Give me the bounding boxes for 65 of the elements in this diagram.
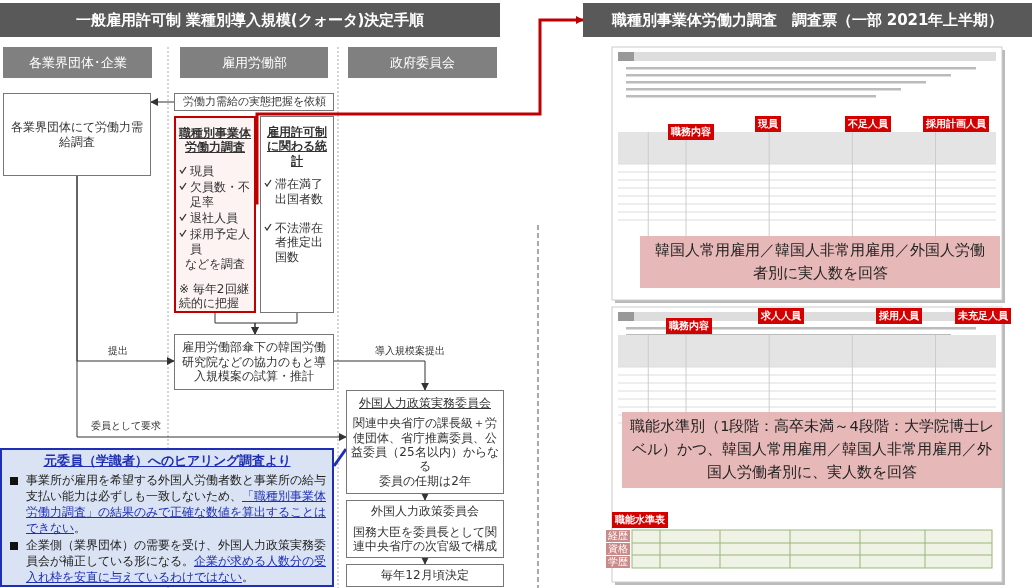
note-text: ※ 毎年2回継続的に把握 [179,281,250,311]
lane-title: 政府委員会 [390,54,455,71]
process-box [260,116,334,313]
callout-tag: 職務内容 [666,318,712,334]
list-item: 欠員数・不足率 [190,180,251,209]
arrow [251,312,298,335]
lane-title: 雇用労働部 [221,54,287,71]
lane-header [180,47,328,78]
callout-tag: 職務内容 [668,124,714,140]
header-title: 職種別事業体労働力調査 調査票（一部 2021年上半期） [611,11,1004,29]
edge-label: 提出 [106,344,130,358]
highlighted-box [174,116,256,313]
callout-tag: 不足人員 [845,116,891,132]
section-header [583,3,1032,37]
bullet-text: 事業所が雇用を希望する外国人労働者数と事業所の給与支払い能力は必ずしも一致しないため、「職種別事業体労働力調査」の結果のみで正確な数値を算出することはできない。 [26,473,326,537]
lane-title: 各業界団体･企業 [28,54,127,71]
header-title: 一般雇用許可制 業種別導入規模(クォータ)決定手順 [75,11,425,29]
callout-tag: 現員 [755,116,781,132]
box-text: 委員の任期は2年 [379,473,471,489]
process-box [346,500,504,558]
bullet-text: 企業側（業界団体）の需要を受け、外国人力政策実務委員会が補正している形になる。企業が求める人数分の受入れ枠を安直に与えているわけではない。 [26,538,326,586]
list-item: 採用予定人員 [190,227,251,257]
edge-label: 導入規模案提出 [373,344,447,358]
arrow [76,175,347,441]
row-label: 経歴 [606,530,630,542]
process-box [346,564,504,587]
lane-header [3,47,152,78]
highlight-note: 韓国人常用雇用／韓国人非常用雇用／外国人労働者別に実人数を回答 [640,236,1000,289]
box-heading: 外国人力政策委員会 [371,504,479,519]
process-box [174,93,334,111]
box-text: 雇用労働部傘下の韓国労働研究院などの協力のもと導入規模案の試算・推計 [181,340,327,384]
list-item: 滞在満了出国者数 [275,177,324,206]
row-label: 学歴 [606,556,630,568]
note-text: などを調査 [183,257,246,272]
process-box [174,334,334,390]
lane-header [348,47,497,78]
box-heading: 職種別事業体労働力調査 [179,126,251,155]
list-item: 退社人員 [190,210,238,226]
edge-label: 委員として要求 [89,419,163,433]
arrow [333,360,429,391]
callout-heading: 元委員（学識者）へのヒアリング調査より [42,452,292,470]
callout-tag: 職能水準表 [612,512,668,528]
callout-box [0,448,334,587]
box-text: 国務大臣を委員長として関連中央省庁の次官級で構成 [352,524,498,554]
callout-tag: 求人人員 [758,308,804,324]
process-box [3,93,151,176]
list-item: 不法滞在者推定出国数 [275,220,324,265]
arrow [150,98,175,106]
arrow [254,16,584,205]
row-label: 資格 [606,543,630,555]
arrow [421,556,429,565]
box-heading: 雇用許可制に関わる統計 [266,125,328,169]
callout-tag: 採用人員 [876,308,922,324]
box-text: 各業界団体にて労働力需給調査 [10,120,144,149]
highlight-note: 職能水準別（1段階：高卒未満～4段階：大学院博士レベル）かつ、韓国人常用雇用／韓国人非常用雇用／外国人労働者別に、実人数を回答 [622,412,1002,488]
arrow [421,492,429,501]
section-header [0,3,500,37]
callout-tag: 採用計画人員 [923,116,989,132]
process-box [346,390,504,494]
callout-tag: 未充足人員 [955,308,1011,324]
list-item: 現員 [190,163,214,179]
box-text: 毎年12月頃決定 [381,568,469,583]
box-heading: 外国人力政策実務委員会 [359,395,491,411]
box-text: 関連中央省庁の課長級＋労使団体、省庁推薦委員、公益委員（25名以内）からなる [350,416,500,474]
box-text: 労働力需給の実態把握を依頼 [182,95,326,109]
